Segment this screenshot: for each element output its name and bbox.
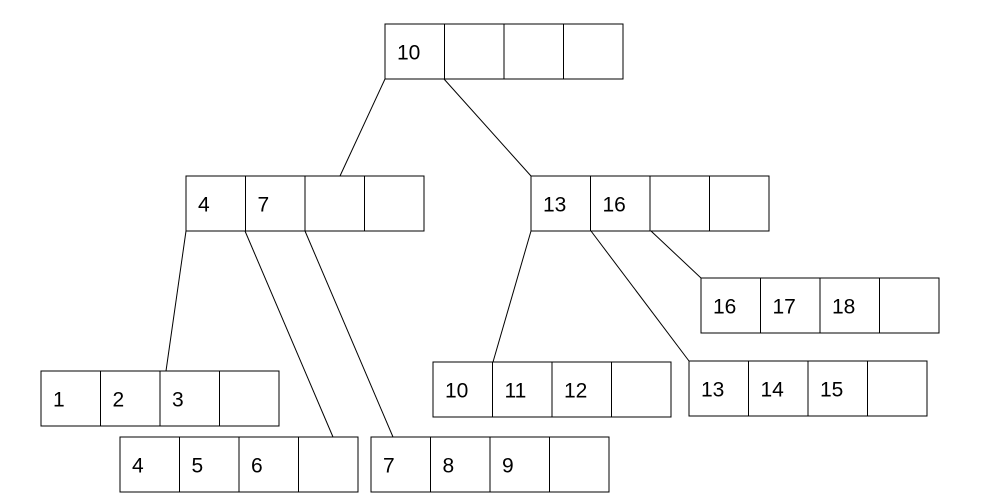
node-leaf-16: 16 17 18 <box>700 277 940 334</box>
node-cell <box>551 361 612 418</box>
node-key: 3 <box>172 389 184 412</box>
node-cell <box>549 436 610 493</box>
node-cell <box>179 436 240 493</box>
node-key: 10 <box>445 380 468 403</box>
node-cell <box>245 175 306 232</box>
node-cell <box>489 436 550 493</box>
node-cell <box>563 23 624 80</box>
node-cell <box>819 277 880 334</box>
node-cell <box>304 175 365 232</box>
node-key: 16 <box>603 194 626 217</box>
node-leaf-1: 1 2 3 <box>40 370 280 427</box>
node-key: 18 <box>832 296 855 319</box>
node-cell <box>867 360 928 417</box>
node-key: 13 <box>701 379 724 402</box>
node-cell <box>649 175 710 232</box>
node-cell <box>807 360 868 417</box>
node-cell <box>219 370 280 427</box>
edges-layer <box>165 78 702 438</box>
node-key: 8 <box>443 455 455 478</box>
node-key: 6 <box>251 455 263 478</box>
node-key: 12 <box>564 380 587 403</box>
node-key: 4 <box>198 194 210 217</box>
node-key: 13 <box>543 194 566 217</box>
edge-inner-b-to-leaf-16 <box>650 230 702 279</box>
node-cell <box>503 23 564 80</box>
node-key: 4 <box>132 455 144 478</box>
node-leaf-7: 7 8 9 <box>370 436 610 493</box>
node-cell <box>748 360 809 417</box>
node-key: 11 <box>505 380 527 403</box>
node-key: 16 <box>713 296 736 319</box>
edge-inner-a-to-leaf-4 <box>244 230 334 438</box>
node-cell <box>384 23 445 80</box>
node-cell <box>688 360 749 417</box>
node-cell <box>879 277 940 334</box>
node-cell <box>370 436 431 493</box>
node-cell <box>238 436 299 493</box>
edge-inner-a-to-leaf-7 <box>304 230 394 438</box>
node-cell <box>185 175 246 232</box>
node-root: 10 <box>384 23 624 80</box>
node-cell <box>119 436 180 493</box>
edge-inner-b-to-leaf-10 <box>492 230 532 363</box>
node-cell <box>430 436 491 493</box>
node-cell <box>760 277 821 334</box>
node-key: 15 <box>820 379 843 402</box>
node-cell <box>444 23 505 80</box>
edge-inner-b-to-leaf-13 <box>590 230 690 362</box>
node-key: 7 <box>383 455 395 478</box>
edge-inner-a-to-leaf-1 <box>165 230 187 372</box>
node-key: 10 <box>397 42 420 65</box>
node-key: 17 <box>773 296 796 319</box>
node-cell <box>611 361 672 418</box>
node-key: 1 <box>53 389 65 412</box>
node-leaf-10: 10 11 12 <box>432 361 672 418</box>
node-cell <box>709 175 770 232</box>
node-key: 14 <box>761 379 785 402</box>
node-key: 7 <box>258 194 270 217</box>
node-inner-b: 13 16 <box>530 175 770 232</box>
edge-root-to-inner-b <box>443 78 532 177</box>
edge-root-to-inner-a <box>339 78 386 177</box>
node-leaf-4: 4 5 6 <box>119 436 359 493</box>
node-key: 5 <box>192 455 204 478</box>
node-cell <box>530 175 591 232</box>
node-key: 2 <box>113 389 125 412</box>
node-key: 9 <box>502 455 514 478</box>
node-cell <box>40 370 101 427</box>
node-cell <box>159 370 220 427</box>
node-cell <box>298 436 359 493</box>
node-cell <box>364 175 425 232</box>
node-cell <box>100 370 161 427</box>
node-leaf-13: 13 14 15 <box>688 360 928 417</box>
